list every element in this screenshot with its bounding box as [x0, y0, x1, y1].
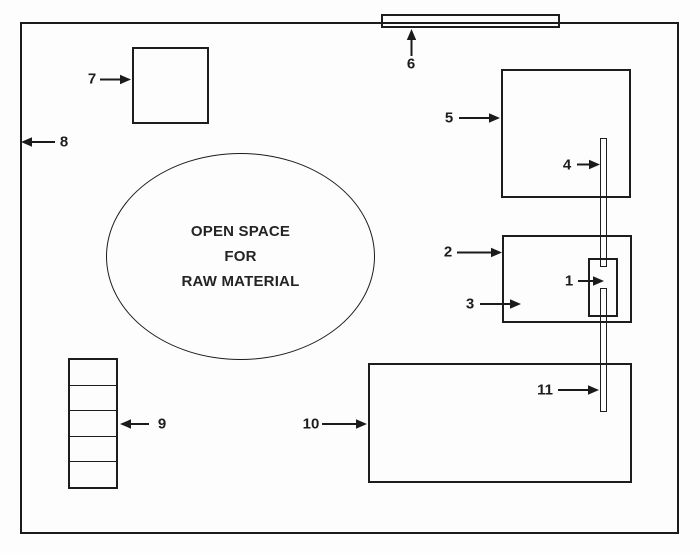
rack-cell	[70, 461, 116, 487]
vertical-bar-11	[600, 288, 607, 412]
open-space-ellipse: OPEN SPACE FOR RAW MATERIAL	[106, 153, 375, 360]
box-7	[132, 47, 209, 124]
open-space-text-line2: FOR	[224, 248, 257, 265]
callout-label-5: 5	[444, 109, 454, 127]
callout-label-11: 11	[537, 381, 553, 399]
box-1	[588, 258, 618, 317]
rack-cell	[70, 410, 116, 436]
rack-9	[68, 358, 118, 489]
plant-boundary	[20, 22, 679, 534]
callout-label-2: 2	[443, 243, 453, 261]
callout-label-4: 4	[562, 156, 572, 174]
open-space-text-line3: RAW MATERIAL	[181, 273, 300, 290]
callout-label-1: 1	[564, 272, 574, 290]
box-2-3	[502, 235, 632, 323]
callout-label-3: 3	[465, 295, 475, 313]
open-space-text-line1: OPEN SPACE	[190, 223, 291, 240]
callout-label-7: 7	[87, 70, 97, 88]
vertical-bar-4	[600, 138, 607, 267]
rack-cell	[70, 384, 116, 411]
callout-label-10: 10	[302, 415, 320, 433]
callout-label-6: 6	[406, 55, 416, 73]
callout-label-8: 8	[59, 133, 69, 151]
rack-cell	[70, 435, 116, 462]
box-5	[501, 69, 631, 198]
callout-label-9: 9	[157, 415, 167, 433]
rack-cell	[70, 360, 116, 385]
box-10	[368, 363, 632, 483]
top-wall-bar-6	[381, 14, 560, 28]
